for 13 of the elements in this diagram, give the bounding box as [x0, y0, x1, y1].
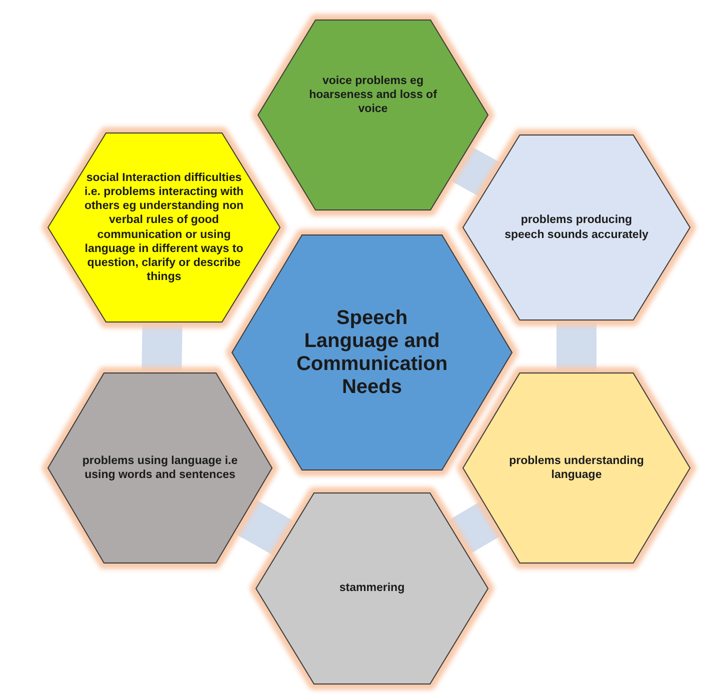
hexagon-tile — [250, 12, 496, 218]
hexagon-tile — [248, 485, 496, 692]
tile-label: problems understanding language — [508, 454, 645, 482]
tile-label: stammering — [339, 581, 405, 596]
hexagon-tile — [455, 127, 698, 328]
hexagon-tile — [40, 125, 288, 330]
tile-label: problems producing speech sounds accurately — [504, 213, 650, 242]
tile-label: social Interaction difficulties i.e. problems interacting with others eg understanding non verbal rules of good communication or using language in different ways to question, clarify or describe things — [84, 171, 244, 284]
hexagon-tile — [40, 365, 280, 571]
hexagon-tile — [455, 365, 698, 571]
tile-label: voice problems eg hoarseness and loss of voice — [308, 74, 438, 116]
tile-label: Speech Language and Communication Needs — [295, 306, 449, 398]
tile-label: problems using language i.e using words and sentences — [81, 454, 239, 482]
